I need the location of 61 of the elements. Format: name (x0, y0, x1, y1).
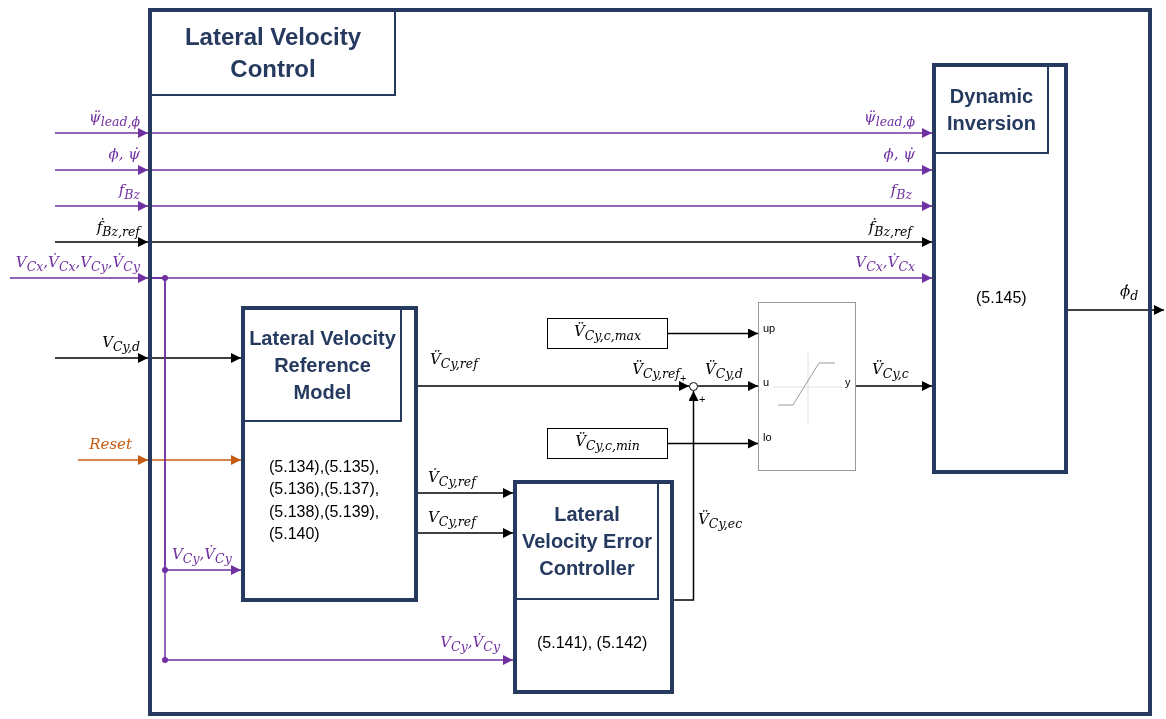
signal-label: V̈$_{Cy,c,min}$ (575, 434, 640, 453)
arrow (1067, 305, 1165, 315)
arrow (417, 488, 514, 498)
edge-label: ϕ̇$_{d}$ (1120, 284, 1139, 303)
arrow (417, 528, 514, 538)
arrow (673, 390, 699, 601)
edge-label: V$_{Cx}$,V̇$_{Cx}$,V$_{Cy}$,V̇$_{Cy}$ (15, 255, 140, 274)
equation-refs: (5.134),(5.135), (5.136),(5.137), (5.138),(5.139), (5.140) (269, 457, 381, 545)
arrow (667, 438, 759, 449)
signal-label: V̈$_{Cy,ref}$ (632, 362, 680, 381)
block-title: Lateral Velocity Control (152, 12, 396, 96)
arrow (54, 165, 149, 175)
edge-label: ϕ, ψ̇ (108, 147, 140, 162)
edge-label: V̈$_{Cy,c}$ (872, 362, 909, 381)
arrow (9, 273, 149, 283)
signal-label: V̈$_{Cy,c,max}$ (573, 324, 642, 343)
system-block (148, 8, 1152, 716)
edge-label: ḟ$_{Bz,ref}$ (96, 220, 140, 239)
edge-label: f$_{Bz}$ (890, 183, 912, 202)
limit-constant-box (547, 318, 668, 349)
edge-label: f$_{Bz}$ (118, 183, 140, 202)
arrow (54, 128, 149, 138)
edge-label: V̈$_{Cy,d}$ (705, 362, 743, 381)
block-title: Lateral Velocity Reference Model (245, 310, 402, 422)
port-label: up (763, 323, 776, 334)
edge-label: V$_{Cy}$,V̇$_{Cy}$ (172, 547, 232, 566)
port-label: u (763, 377, 770, 388)
arrow (54, 201, 149, 211)
edge-label: Reset (89, 437, 132, 452)
edge-label: V̇$_{Cy,ref}$ (428, 470, 476, 489)
edge-label: ψ̈$_{lead,ϕ}$ (88, 110, 140, 129)
inversion-block (932, 63, 1068, 474)
sign-label: + (699, 393, 706, 405)
arrow (54, 237, 149, 247)
arrow (417, 381, 690, 391)
edge-label: ϕ, ψ̇ (883, 147, 915, 162)
edge-label: V̈$_{Cy,ref}$ (430, 352, 478, 371)
edge-label: V$_{Cy,ref}$ (428, 510, 476, 529)
edge-label: V$_{Cy,d}$ (102, 335, 140, 354)
arrow (77, 455, 149, 465)
block-title: Lateral Velocity Error Controller (517, 484, 659, 600)
port-label: lo (763, 432, 772, 443)
edge-label: V$_{Cx}$,V̇$_{Cx}$ (855, 255, 915, 274)
error-controller-block (513, 480, 674, 694)
reference-model-block (241, 306, 418, 602)
sign-label: + (680, 372, 687, 384)
limit-constant-box (547, 428, 668, 459)
arrow (667, 328, 759, 339)
saturation-block (758, 302, 856, 471)
edge-label: V$_{Cy}$,V̇$_{Cy}$ (440, 635, 500, 654)
block-title: Dynamic Inversion (936, 67, 1049, 154)
arrow (855, 381, 933, 391)
equation-refs: (5.141), (5.142) (537, 633, 649, 653)
arrow (697, 381, 759, 391)
sum-junction (689, 382, 698, 391)
equation-refs: (5.145) (976, 288, 1028, 308)
arrow (54, 353, 149, 363)
port-label: y (845, 377, 851, 388)
edge-label: ḟ$_{Bz,ref}$ (868, 220, 912, 239)
edge-label: V̈$_{Cy,ec}$ (698, 512, 743, 531)
edge-label: ψ̈$_{lead,ϕ}$ (863, 110, 915, 129)
